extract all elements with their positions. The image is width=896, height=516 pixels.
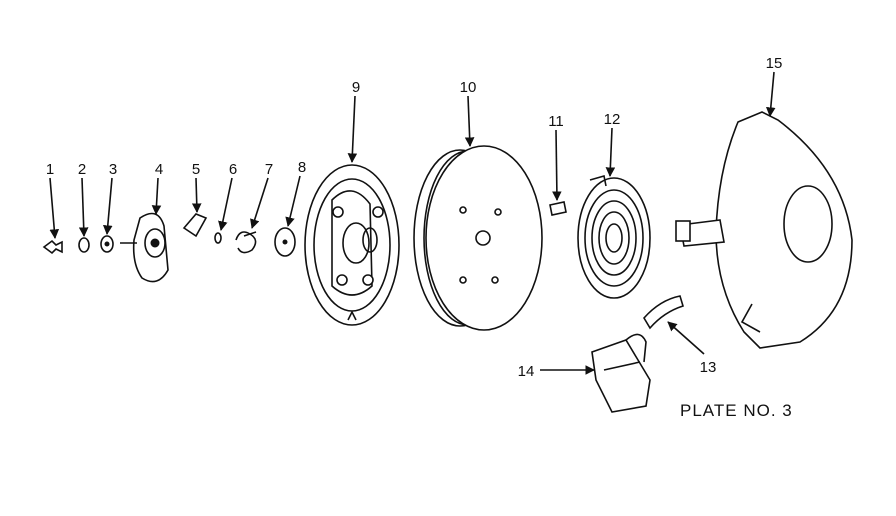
plate-label: PLATE NO. 3 — [680, 401, 793, 420]
callout-3: 3 — [109, 161, 117, 178]
part-11-screw — [549, 201, 567, 216]
callout-13: 13 — [700, 359, 717, 376]
callout-7: 7 — [265, 161, 273, 178]
part-5-pawl — [182, 213, 208, 238]
callout-9: 9 — [352, 79, 360, 96]
part-7-spring — [235, 231, 257, 254]
part-1-retainer — [42, 239, 63, 255]
callout-leaders — [49, 71, 776, 375]
callout-15: 15 — [766, 55, 783, 72]
part-12-recoil-spring — [577, 174, 651, 299]
part-6-pin — [214, 232, 222, 244]
part-2-washer — [78, 237, 90, 253]
callout-2: 2 — [78, 161, 86, 178]
callout-8: 8 — [298, 159, 306, 176]
part-4-cam-hub — [120, 212, 169, 283]
part-13-strip — [643, 295, 684, 330]
callout-12: 12 — [604, 111, 621, 128]
callout-11: 11 — [548, 113, 564, 130]
callout-1: 1 — [46, 161, 54, 178]
part-3-nut — [100, 235, 114, 253]
callout-5: 5 — [192, 161, 200, 178]
callout-14: 14 — [518, 363, 535, 380]
callout-4: 4 — [155, 161, 163, 178]
part-14-handle — [591, 333, 651, 413]
callout-10: 10 — [460, 79, 477, 96]
part-10-pulley — [413, 145, 543, 331]
part-15-housing — [675, 111, 853, 349]
part-9-plate — [304, 164, 400, 326]
part-8-washer — [274, 227, 296, 257]
callout-6: 6 — [229, 161, 237, 178]
